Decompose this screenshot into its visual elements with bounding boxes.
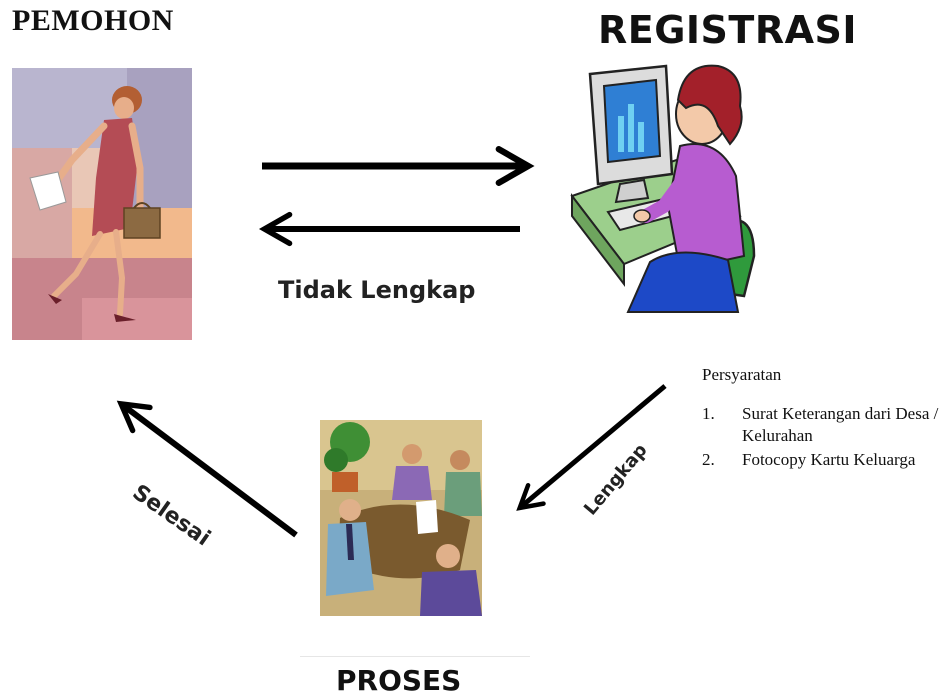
label-lengkap: Lengkap <box>580 439 652 520</box>
registration-officer-illustration <box>570 64 756 313</box>
label-selesai: Selesai <box>127 480 215 552</box>
proses-underline <box>300 656 530 657</box>
pemohon-title: PEMOHON <box>12 4 174 37</box>
requirement-item: 1. Surat Keterangan dari Desa / Keluraha… <box>702 403 947 447</box>
requirements-title: Persyaratan <box>702 365 782 384</box>
requirement-text: Surat Keterangan dari Desa / Kelurahan <box>742 404 939 445</box>
requirement-item: 2. Fotocopy Kartu Keluarga <box>702 449 947 471</box>
label-tidak-lengkap: Tidak Lengkap <box>278 276 476 304</box>
proses-title: PROSES <box>336 664 462 697</box>
requirement-number: 2. <box>702 450 715 469</box>
requirement-text: Fotocopy Kartu Keluarga <box>742 450 916 469</box>
requirements-block: Persyaratan 1. Surat Keterangan dari Des… <box>702 365 947 473</box>
registrasi-title: REGISTRASI <box>598 8 858 52</box>
meeting-process-illustration <box>320 420 482 616</box>
applicant-woman-illustration <box>12 68 192 340</box>
requirement-number: 1. <box>702 404 715 423</box>
